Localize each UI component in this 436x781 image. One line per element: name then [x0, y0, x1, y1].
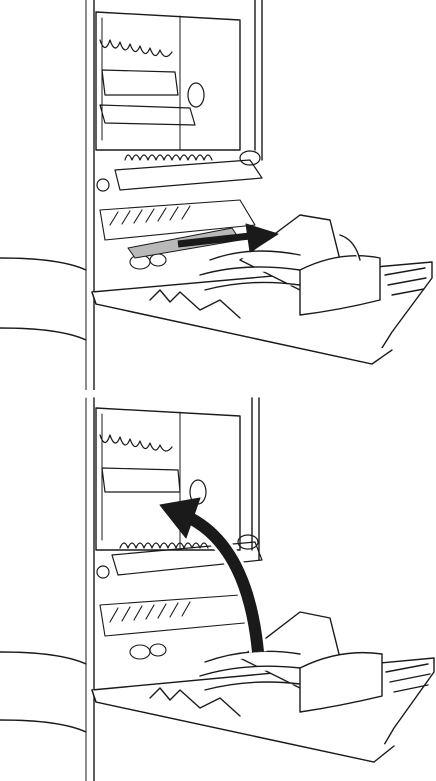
printer-interior: [96, 12, 240, 150]
transfer-guide: [100, 595, 255, 659]
roller-assembly: [97, 151, 262, 191]
close-door-arrow: [160, 498, 258, 652]
panel-close-right-door: [0, 390, 436, 781]
panel-remove-jammed-paper: [0, 0, 436, 390]
